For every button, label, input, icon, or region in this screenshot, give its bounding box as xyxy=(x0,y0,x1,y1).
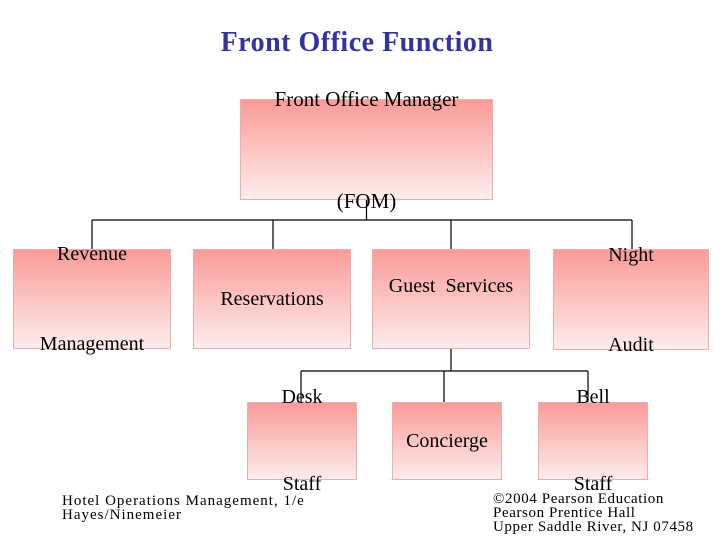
node-label-line: Management xyxy=(39,333,145,355)
node-label-line: Staff xyxy=(573,473,613,495)
org-node-night-audit: Night Audit xyxy=(553,244,709,356)
org-node-label: Guest Services xyxy=(389,211,513,361)
footer-book-credit: Hotel Operations Management, 1/e Hayes/N… xyxy=(62,493,305,523)
org-node-label: Desk Staff xyxy=(281,325,322,540)
org-node-concierge: Concierge xyxy=(392,402,502,480)
footer-book-authors: Hayes/Ninemeier xyxy=(62,507,182,523)
node-label-line: Concierge xyxy=(406,430,488,452)
org-node-label: Revenue Management xyxy=(40,179,144,419)
node-label-line: Bell xyxy=(576,386,610,408)
org-node-bell-staff: Bell Staff xyxy=(538,386,648,495)
org-node-guest-services: Guest Services xyxy=(372,249,530,349)
org-node-revenue-management: Revenue Management xyxy=(13,243,171,355)
org-node-label: Bell Staff xyxy=(574,325,613,540)
node-label-line: Guest Services xyxy=(388,275,514,297)
node-label-line: Desk xyxy=(281,386,323,408)
org-node-desk-staff: Desk Staff xyxy=(247,386,357,495)
node-label-line: Night xyxy=(608,243,654,266)
org-node-label: Concierge xyxy=(406,366,488,516)
node-label-line: Staff xyxy=(282,473,322,495)
footer-publisher: Pearson Prentice Hall xyxy=(493,505,636,521)
org-node-label: Front Office Manager (FOM) xyxy=(275,14,459,286)
org-node-reservations: Reservations xyxy=(193,249,351,349)
node-label-line: Revenue xyxy=(57,243,127,265)
org-node-label: Reservations xyxy=(220,224,323,374)
org-node-front-office-manager: Front Office Manager (FOM) xyxy=(240,87,493,213)
node-label-line: Audit xyxy=(608,333,654,356)
footer-publisher-credit: ©2004 Pearson Education Pearson Prentice… xyxy=(493,491,694,535)
footer-book-title: Hotel Operations Management, 1/e xyxy=(62,493,305,509)
node-label-line: Reservations xyxy=(220,288,324,310)
node-label-line: (FOM) xyxy=(336,188,397,213)
node-label-line: Front Office Manager xyxy=(274,86,459,111)
footer-copyright: ©2004 Pearson Education xyxy=(493,491,664,507)
slide-title: Front Office Function xyxy=(220,27,494,58)
org-node-label: Night Audit xyxy=(608,180,654,420)
footer-publisher-address: Upper Saddle River, NJ 07458 xyxy=(493,519,694,535)
